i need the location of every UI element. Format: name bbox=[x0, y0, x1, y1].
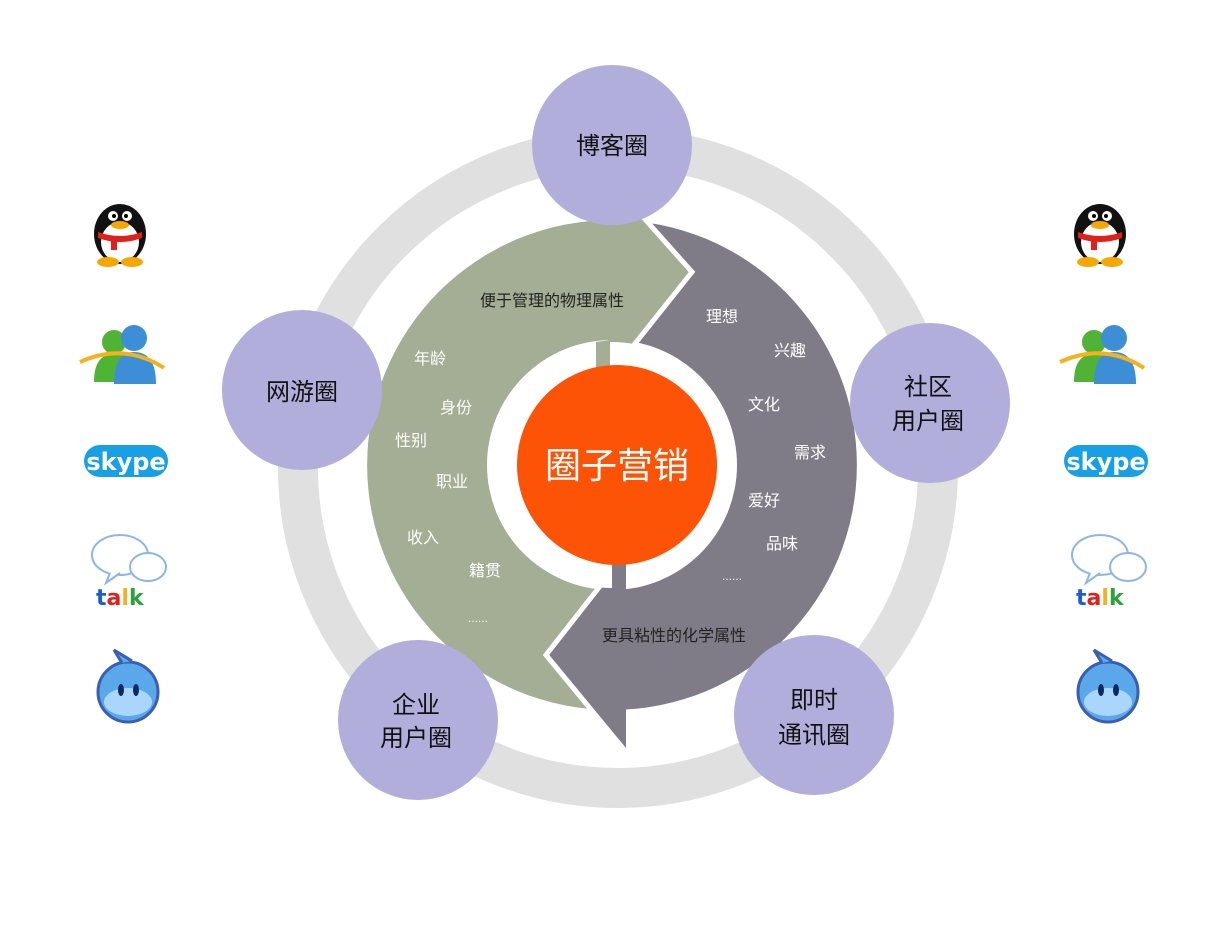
chemical-item: 需求 bbox=[794, 443, 826, 462]
chat-bubble-icon bbox=[96, 648, 160, 724]
right-icon-column bbox=[1058, 204, 1148, 724]
im-circle-label-2: 通讯圈 bbox=[778, 721, 850, 749]
center-label: 圈子营销 bbox=[545, 446, 689, 487]
physical-item: 职业 bbox=[436, 472, 468, 491]
skype-icon bbox=[1064, 445, 1148, 477]
chemical-item: 品味 bbox=[766, 534, 798, 553]
qq-penguin-icon bbox=[94, 204, 146, 267]
game-circle bbox=[222, 310, 382, 470]
physical-item: …… bbox=[468, 614, 488, 625]
game-circle-label: 网游圈 bbox=[266, 378, 338, 406]
google-talk-icon bbox=[1071, 534, 1147, 612]
blog-circle-label: 博客圈 bbox=[576, 132, 648, 160]
physical-attributes-arrow-head bbox=[610, 180, 692, 375]
community-circle-label-2: 用户圈 bbox=[892, 407, 964, 435]
chemical-attributes-arrow-head bbox=[546, 553, 626, 752]
blog-circle bbox=[532, 65, 692, 225]
qq-penguin-icon bbox=[1074, 204, 1126, 267]
physical-item: 身份 bbox=[440, 398, 472, 417]
chat-bubble-icon bbox=[1076, 648, 1140, 724]
google-talk-icon bbox=[91, 534, 167, 612]
enterprise-circle-label-2: 用户圈 bbox=[380, 724, 452, 752]
im-circle bbox=[734, 635, 894, 795]
chemical-attributes-title: 更具粘性的化学属性 bbox=[602, 626, 746, 645]
physical-item: 收入 bbox=[407, 528, 439, 547]
community-circle bbox=[850, 323, 1010, 483]
im-circle-label-1: 即时 bbox=[790, 686, 838, 714]
chemical-item: 爱好 bbox=[748, 491, 780, 510]
physical-item: 年龄 bbox=[414, 349, 446, 368]
chemical-item: 兴趣 bbox=[774, 341, 806, 360]
left-icon-column bbox=[78, 204, 168, 724]
center-circle bbox=[517, 365, 717, 565]
chemical-item: …… bbox=[722, 572, 742, 583]
physical-item: 籍贯 bbox=[469, 561, 501, 580]
chemical-attributes-arrow-body bbox=[612, 220, 857, 710]
chemical-item: 文化 bbox=[748, 395, 780, 414]
msn-messenger-icon bbox=[78, 323, 166, 386]
physical-attributes-title: 便于管理的物理属性 bbox=[480, 291, 624, 310]
chemical-item: 理想 bbox=[706, 307, 738, 326]
enterprise-circle-label-1: 企业 bbox=[392, 691, 440, 719]
enterprise-circle bbox=[338, 640, 498, 800]
physical-attributes-arrow-body bbox=[367, 220, 612, 710]
physical-item: 性别 bbox=[395, 431, 427, 450]
msn-messenger-icon bbox=[1058, 323, 1146, 386]
community-circle-label-1: 社区 bbox=[904, 373, 952, 401]
skype-icon bbox=[84, 445, 168, 477]
